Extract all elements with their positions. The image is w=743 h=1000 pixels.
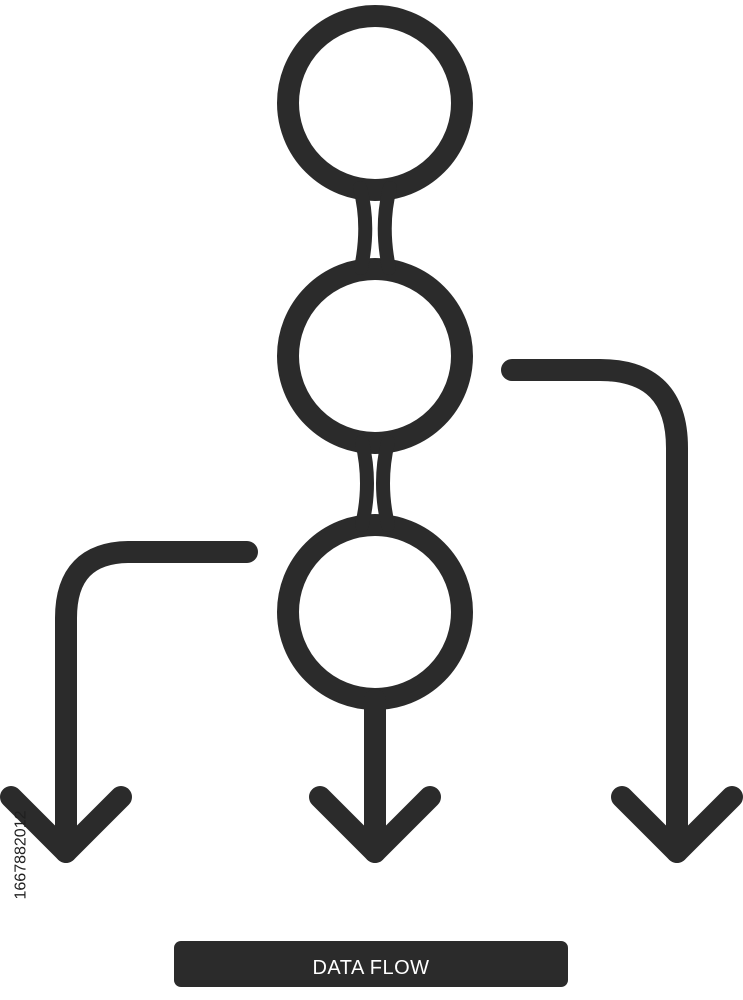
label-bar: DATA FLOW xyxy=(174,941,568,987)
side-credit: 1667882012 xyxy=(4,760,38,950)
connector-middle-bottom xyxy=(355,435,395,532)
label-text: DATA FLOW xyxy=(312,956,430,979)
center-arrow-head xyxy=(309,786,441,863)
left-arrow-shaft xyxy=(55,541,258,863)
connector-top-middle xyxy=(353,181,397,275)
left-arrow-head xyxy=(0,786,132,863)
right-arrow-head xyxy=(611,786,743,863)
side-credit-text: 1667882012 xyxy=(12,810,30,900)
node-circle-top xyxy=(277,5,473,201)
node-circle-middle xyxy=(277,258,473,454)
node-circle-bottom xyxy=(277,514,473,710)
right-arrow-shaft xyxy=(501,359,688,863)
